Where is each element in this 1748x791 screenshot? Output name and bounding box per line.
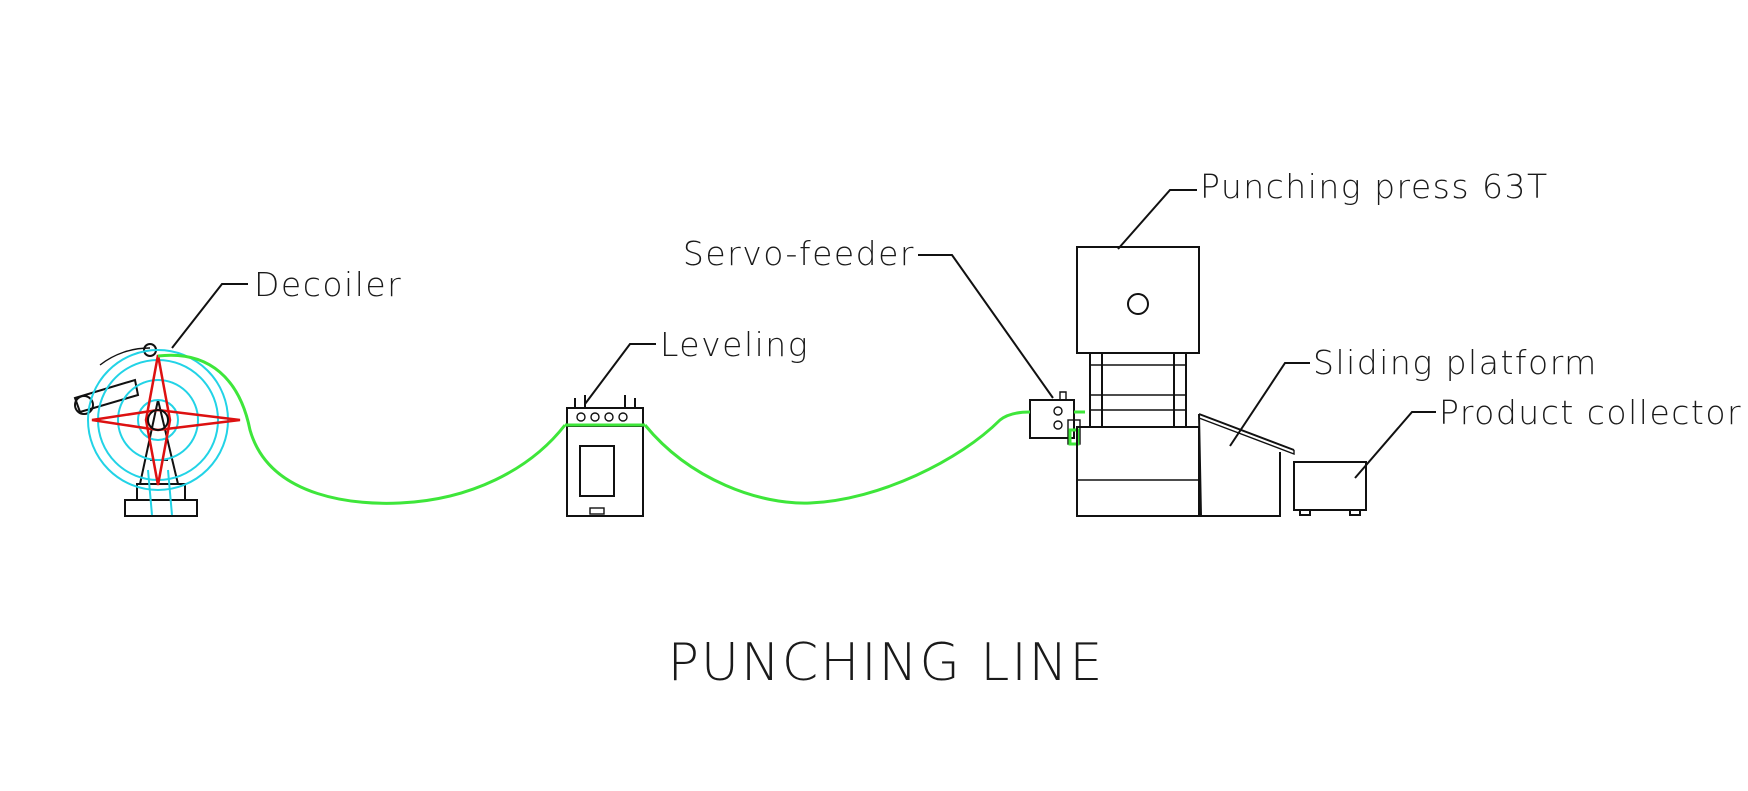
leveling-machine <box>566 395 644 517</box>
metal-strip <box>157 353 1085 505</box>
punching-press <box>1076 246 1200 517</box>
diagram-title: PUNCHING LINE <box>668 633 1105 693</box>
label-servo-feeder: Servo-feeder <box>683 234 915 273</box>
product-collector <box>1293 461 1367 516</box>
label-product-collector: Product collector <box>1439 393 1742 432</box>
label-punching-press: Punching press 63T <box>1200 167 1549 206</box>
label-sliding-platform: Sliding platform <box>1313 343 1598 382</box>
decoiler <box>73 343 241 517</box>
label-leveling: Leveling <box>660 325 809 364</box>
label-decoiler: Decoiler <box>254 265 402 304</box>
leader-lines <box>171 189 1436 479</box>
servo-feeder <box>1029 391 1081 446</box>
sliding-platform <box>1198 413 1295 517</box>
